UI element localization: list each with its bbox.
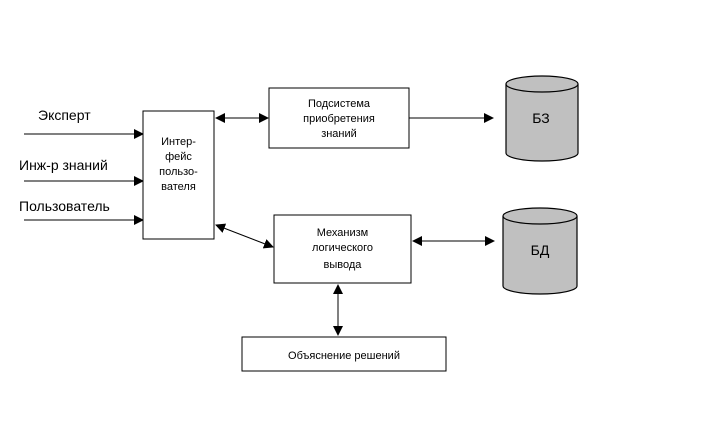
- acquisition-box: Подсистема приобретения знаний: [268, 87, 410, 149]
- explanation-label: Объяснение решений: [288, 350, 400, 362]
- acquisition-line-2: приобретения: [303, 113, 375, 125]
- interface-line-1: Интер-: [161, 136, 196, 148]
- interface-line-3: пользо-: [159, 166, 198, 178]
- input-knowledge-engineer: Инж-р знаний: [19, 157, 144, 186]
- interface-line-2: фейс: [165, 151, 192, 163]
- explanation-box: Объяснение решений: [241, 336, 447, 372]
- inference-line-1: Механизм: [317, 227, 368, 239]
- input-user: Пользователь: [19, 198, 144, 225]
- input-label-knowledge-engineer: Инж-р знаний: [19, 157, 108, 173]
- knowledge-base-cylinder: БЗ: [505, 75, 579, 162]
- arrow-interface-inference: [215, 223, 274, 249]
- input-expert: Эксперт: [24, 107, 144, 139]
- inference-line-2: логического: [312, 242, 373, 254]
- knowledge-base-label: БЗ: [532, 110, 550, 126]
- inference-line-3: вывода: [324, 259, 363, 271]
- inference-box: Механизм логического вывода: [273, 214, 412, 284]
- acquisition-line-1: Подсистема: [308, 98, 371, 110]
- input-label-user: Пользователь: [19, 198, 110, 214]
- interface-box: Интер- фейс пользо- вателя: [142, 110, 215, 240]
- input-label-expert: Эксперт: [38, 107, 91, 123]
- interface-line-4: вателя: [161, 181, 196, 193]
- database-cylinder: БД: [502, 207, 578, 295]
- database-label: БД: [531, 242, 550, 258]
- acquisition-line-3: знаний: [321, 128, 357, 140]
